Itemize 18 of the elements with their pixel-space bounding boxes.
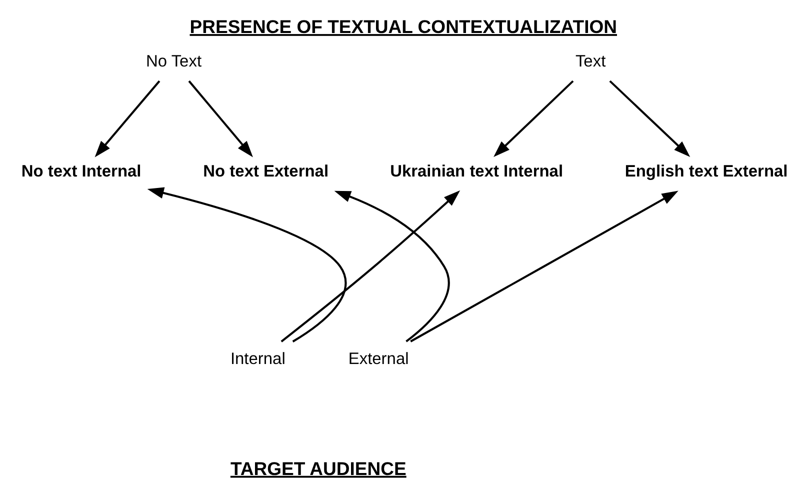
node-text: English text External (624, 162, 788, 180)
diagram-title: PRESENCE OF TEXTUAL CONTEXTUALIZATION (189, 16, 617, 37)
label: TARGET AUDIENCE (230, 457, 406, 478)
arrow (188, 80, 252, 157)
arrow (410, 190, 678, 342)
arrow (608, 80, 690, 156)
node-text: Internal (230, 350, 285, 368)
arrow (493, 80, 574, 156)
arrow (146, 186, 346, 342)
node-text: Ukrainian text Internal (390, 162, 563, 180)
arrow (334, 190, 450, 342)
node-text: No text External (202, 162, 328, 180)
node-text: Text (574, 52, 606, 70)
node-text: External (348, 350, 408, 368)
arrow (280, 190, 460, 342)
node-text: No text Internal (20, 162, 141, 180)
arrow (94, 80, 160, 157)
node-text: No Text (145, 52, 202, 70)
